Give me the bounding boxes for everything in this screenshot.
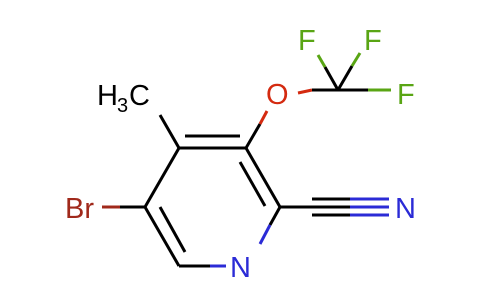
ring-bond-c4-c5: [143, 147, 181, 208]
atom-labels: H 3 C O F F F Br N N: [65, 25, 416, 284]
methyl-bond: [158, 114, 181, 149]
ring-bond-c5-c6-inner: [158, 206, 187, 253]
bromine-label: Br: [65, 193, 94, 225]
ring-bond-c5-c6: [143, 206, 181, 267]
cf3-f1-bond: [323, 66, 340, 91]
fluorine-label-2: F: [364, 25, 382, 57]
nitrile-nitrogen-label: N: [395, 193, 416, 225]
cf3-f2-bond-fluorine: [350, 52, 362, 67]
ring-bond-c3-c2: [244, 147, 282, 208]
cf3-f1-bond-fluorine: [316, 54, 327, 68]
pyridine-ring: [143, 134, 282, 268]
o-cf3-bond-oxygen: [297, 88, 313, 95]
ring-bond-n-c2: [258, 224, 272, 245]
substituent-bonds: [102, 52, 391, 217]
ether-bond: [244, 123, 262, 149]
fluorine-label-3: F: [397, 79, 415, 111]
ring-bond-c2-n: [268, 206, 282, 226]
fluorine-label-1: F: [298, 25, 316, 57]
ring-bond-c3-c2-inner: [238, 161, 267, 207]
ether-bond-oxygen: [258, 110, 269, 125]
oxygen-label: O: [266, 79, 289, 111]
cf3-f2-bond: [336, 65, 354, 91]
methyl-label-subscript: 3: [117, 95, 128, 117]
methyl-label-c: C: [129, 80, 150, 112]
nitrile-triple-bond: [312, 197, 389, 217]
ring-nitrogen-label: N: [230, 252, 251, 284]
methyl-label-h: H: [97, 80, 118, 112]
